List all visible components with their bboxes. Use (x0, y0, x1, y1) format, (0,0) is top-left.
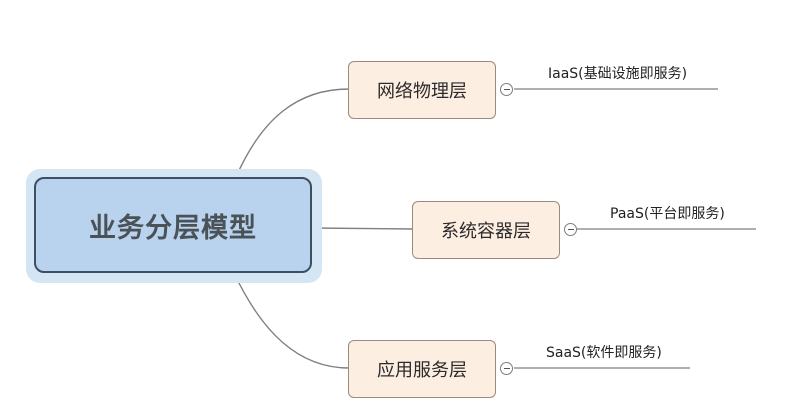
topic-system-container-layer[interactable]: 系统容器层 (412, 201, 560, 259)
subtopic-paas[interactable]: PaaS(平台即服务) (610, 206, 725, 222)
connector-central-to-system (311, 227, 414, 230)
subtopic-iaas[interactable]: IaaS(基础设施即服务) (548, 66, 688, 82)
minus-circle-icon[interactable] (500, 362, 513, 375)
central-topic[interactable]: 业务分层模型 (34, 177, 312, 273)
topic-network-physical-layer[interactable]: 网络物理层 (348, 61, 496, 119)
connector-central-to-network (235, 88, 350, 178)
connector-central-to-application (233, 272, 350, 369)
minus-circle-icon[interactable] (500, 83, 513, 96)
minus-circle-icon[interactable] (564, 223, 577, 236)
topic-application-service-layer[interactable]: 应用服务层 (348, 340, 496, 398)
subtopic-saas[interactable]: SaaS(软件即服务) (546, 345, 662, 361)
